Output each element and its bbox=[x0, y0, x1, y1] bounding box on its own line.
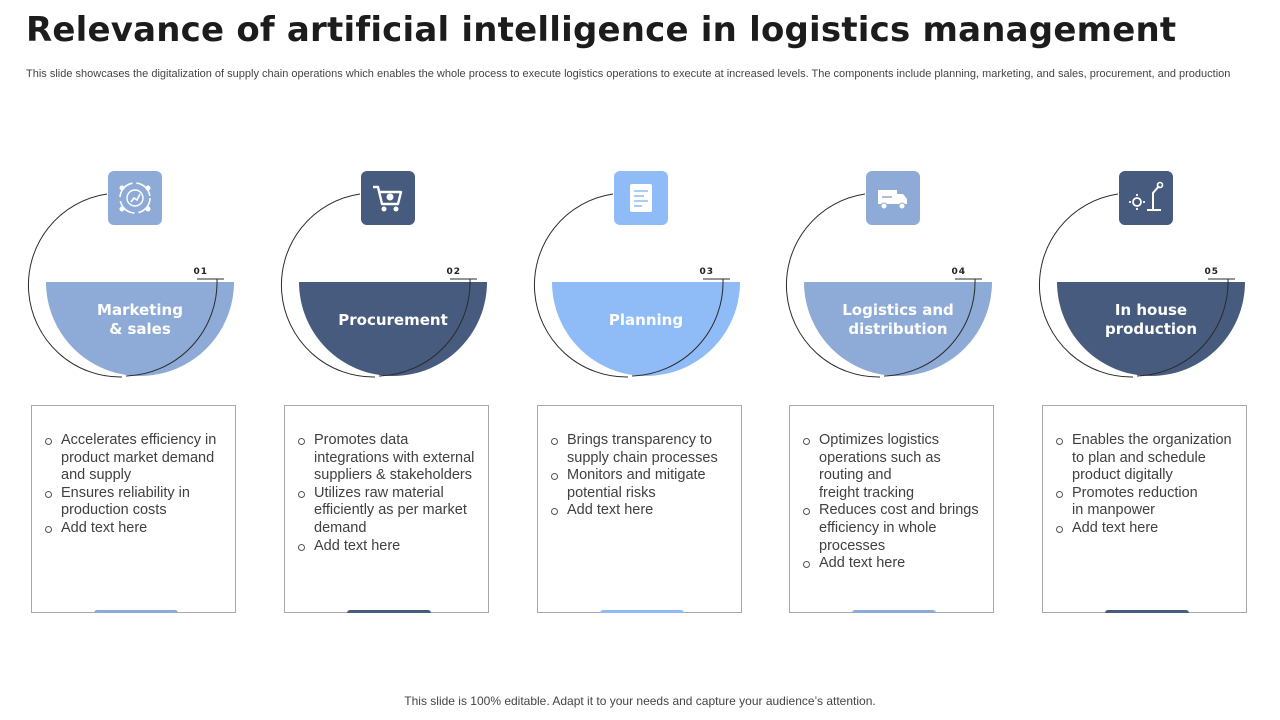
bullet-item: Ensures reliability in production costs bbox=[45, 485, 227, 520]
bullet-item: Optimizes logistics operations such as r… bbox=[803, 432, 985, 502]
marketing-cycle-icon bbox=[119, 182, 151, 214]
inner-arc bbox=[378, 278, 471, 377]
icon-tile bbox=[866, 171, 920, 225]
robotic-arm-icon bbox=[1129, 181, 1164, 211]
bullet-item: Promotes data integrations with external… bbox=[298, 432, 480, 485]
step-number: 03 bbox=[699, 267, 714, 277]
step-label: In house production bbox=[1104, 301, 1198, 338]
slide-title: Relevance of artificial intelligence in … bbox=[26, 10, 1177, 50]
bullet-item: Promotes reduction in manpower bbox=[1056, 485, 1238, 520]
half-disc bbox=[299, 282, 487, 376]
bullet-item: Monitors and mitigate potential risks bbox=[551, 467, 733, 502]
slide-subtitle: This slide showcases the digitalization … bbox=[26, 68, 1231, 80]
step-shape bbox=[1039, 193, 1245, 378]
step-number: 04 bbox=[951, 267, 966, 277]
inner-arc bbox=[883, 278, 976, 377]
box-accent-tab bbox=[347, 610, 431, 613]
footer-note: This slide is 100% editable. Adapt it to… bbox=[404, 694, 876, 708]
step-shape bbox=[28, 193, 234, 378]
icon-tile bbox=[614, 171, 668, 225]
shopping-cart-icon bbox=[373, 185, 403, 212]
outer-arc bbox=[281, 193, 376, 378]
icon-tile bbox=[1119, 171, 1173, 225]
half-disc bbox=[804, 282, 992, 376]
box-accent-tab bbox=[600, 610, 684, 613]
delivery-truck-icon bbox=[878, 190, 907, 210]
bullet-item: Utilizes raw material efficiently as per… bbox=[298, 485, 480, 538]
half-disc bbox=[1057, 282, 1245, 376]
half-disc bbox=[552, 282, 740, 376]
outer-arc bbox=[534, 193, 629, 378]
outer-arc bbox=[28, 193, 123, 378]
icon-tile bbox=[108, 171, 162, 225]
step-label: Planning bbox=[608, 310, 684, 329]
bullet-item: Add text here bbox=[803, 555, 985, 573]
outer-arc bbox=[786, 193, 881, 378]
step-details-box: Promotes data integrations with external… bbox=[284, 405, 489, 613]
inner-arc bbox=[125, 278, 218, 377]
bullet-list: Brings transparency to supply chain proc… bbox=[538, 406, 741, 520]
step-shape bbox=[534, 193, 740, 378]
step-details-box: Accelerates efficiency in product market… bbox=[31, 405, 236, 613]
box-accent-tab bbox=[852, 610, 936, 613]
bullet-item: Reduces cost and brings efficiency in wh… bbox=[803, 502, 985, 555]
step-details-box: Brings transparency to supply chain proc… bbox=[537, 405, 742, 613]
step-details-box: Enables the organization to plan and sch… bbox=[1042, 405, 1247, 613]
inner-arc bbox=[631, 278, 724, 377]
bullet-item: Add text here bbox=[298, 538, 480, 556]
half-disc bbox=[46, 282, 234, 376]
bullet-item: Brings transparency to supply chain proc… bbox=[551, 432, 733, 467]
box-accent-tab bbox=[1105, 610, 1189, 613]
bullet-item: Add text here bbox=[45, 520, 227, 538]
bullet-item: Enables the organization to plan and sch… bbox=[1056, 432, 1238, 485]
step-details-box: Optimizes logistics operations such as r… bbox=[789, 405, 994, 613]
step-shape bbox=[786, 193, 992, 378]
bullet-list: Promotes data integrations with external… bbox=[285, 406, 488, 555]
bullet-item: Accelerates efficiency in product market… bbox=[45, 432, 227, 485]
step-number: 02 bbox=[446, 267, 461, 277]
step-number: 01 bbox=[193, 267, 208, 277]
step-shape bbox=[281, 193, 487, 378]
bullet-list: Optimizes logistics operations such as r… bbox=[790, 406, 993, 573]
bullet-list: Enables the organization to plan and sch… bbox=[1043, 406, 1246, 538]
step-label: Logistics and distribution bbox=[842, 301, 954, 338]
step-label: Procurement bbox=[338, 310, 448, 329]
planning-document-icon bbox=[630, 184, 652, 212]
outer-arc bbox=[1039, 193, 1134, 378]
step-label: Marketing & sales bbox=[97, 301, 183, 338]
bullet-list: Accelerates efficiency in product market… bbox=[32, 406, 235, 538]
inner-arc bbox=[1136, 278, 1229, 377]
step-number: 05 bbox=[1204, 267, 1219, 277]
bullet-item: Add text here bbox=[551, 502, 733, 520]
bullet-item: Add text here bbox=[1056, 520, 1238, 538]
box-accent-tab bbox=[94, 610, 178, 613]
icon-tile bbox=[361, 171, 415, 225]
